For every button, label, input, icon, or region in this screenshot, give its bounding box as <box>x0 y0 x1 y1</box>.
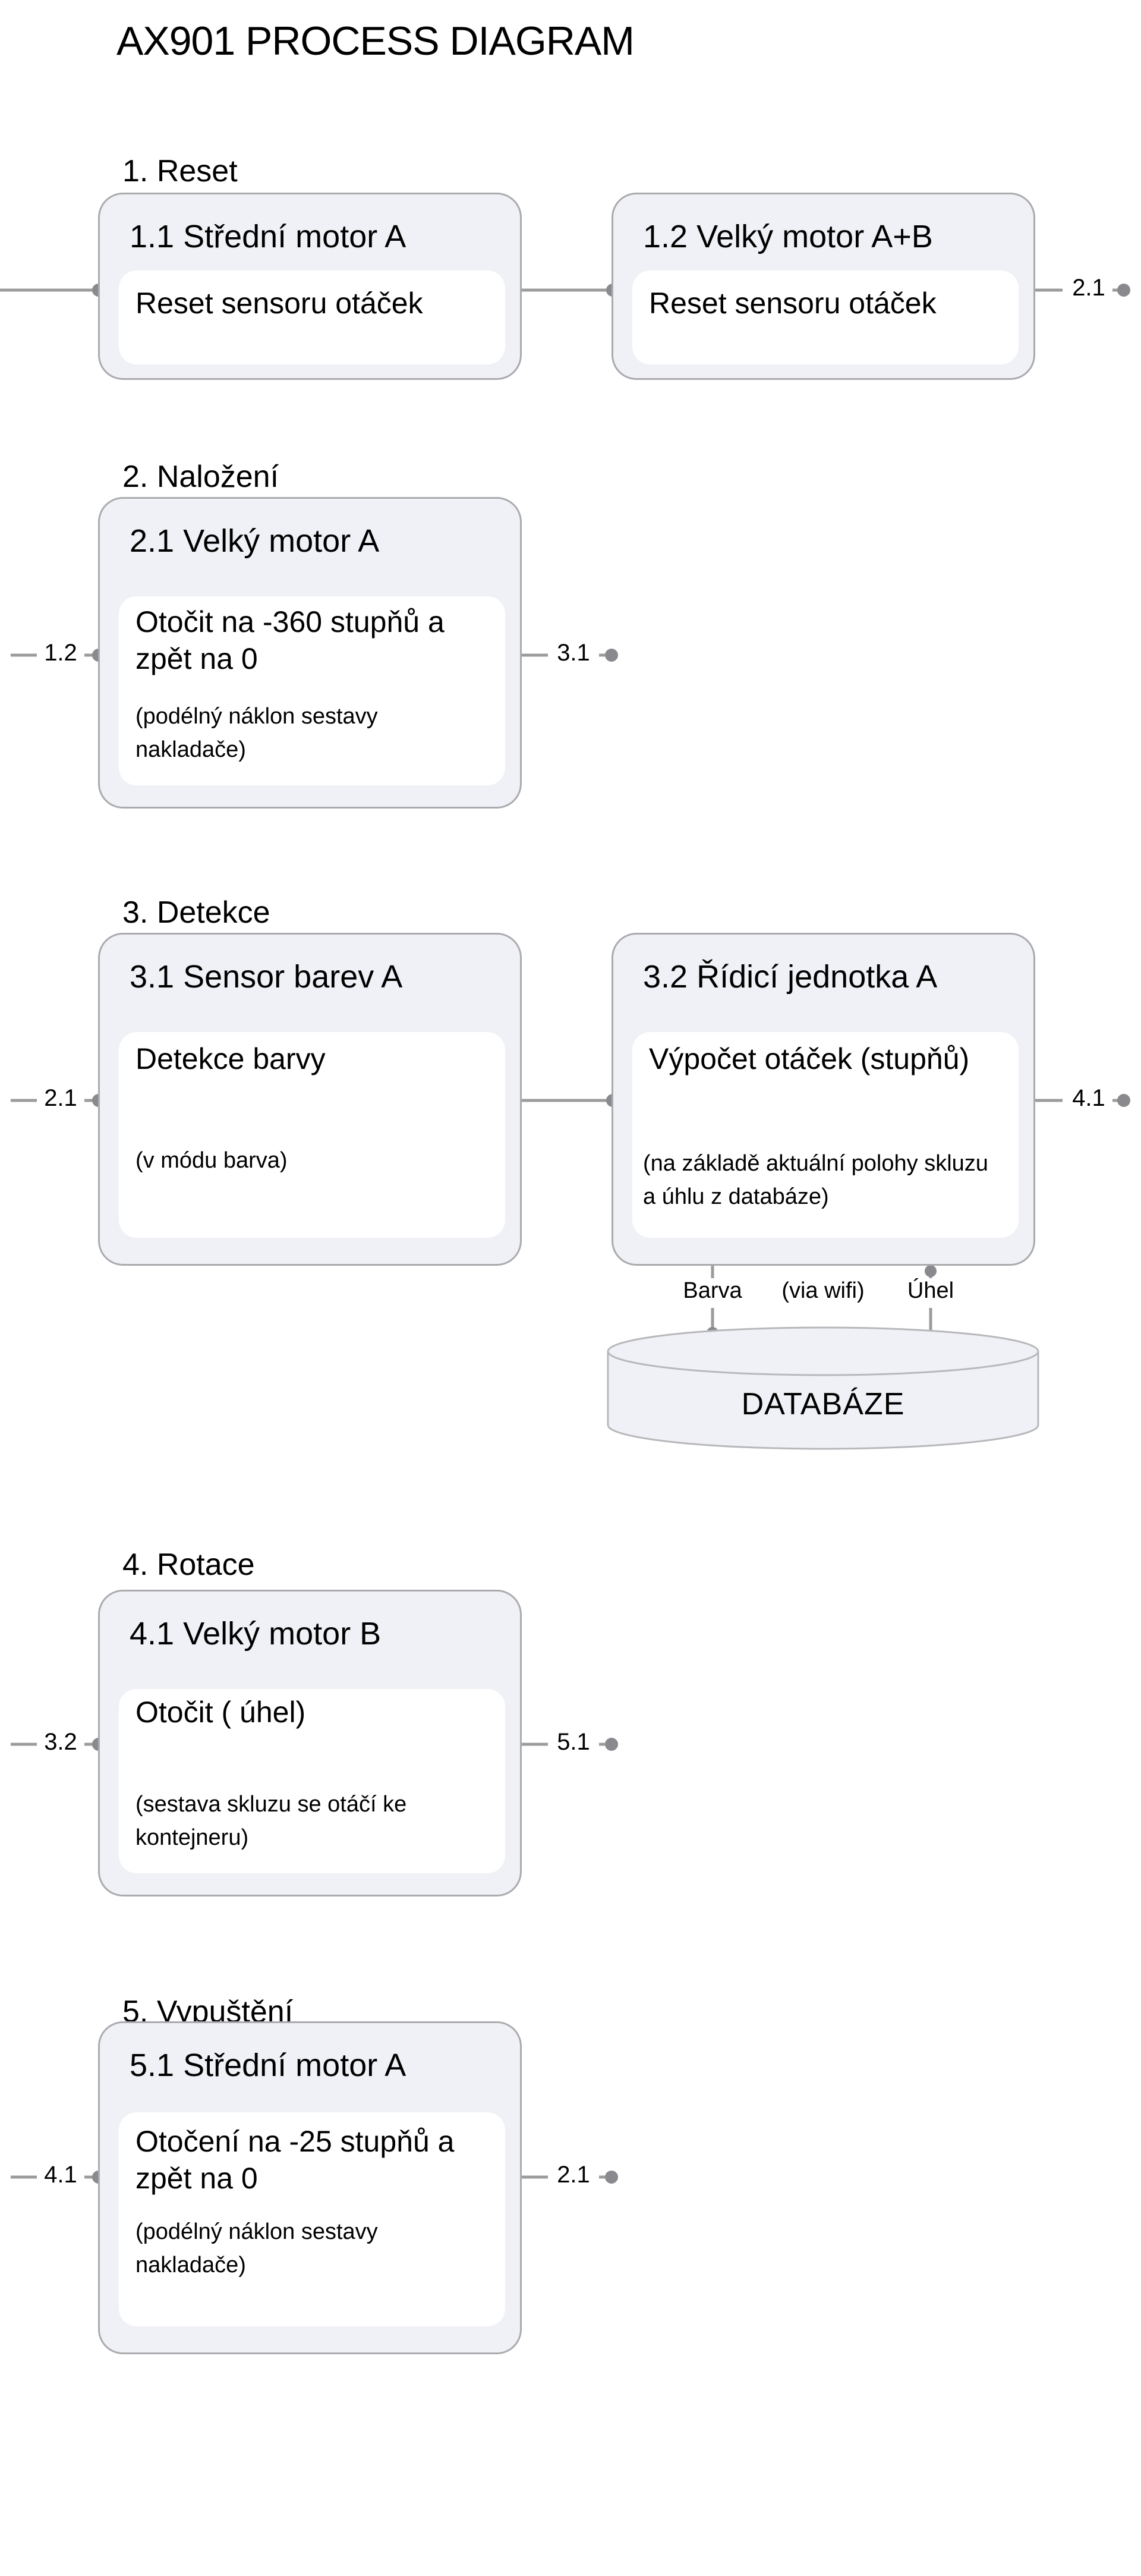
body-primary-text: Otočit na -360 stupňů a zpět na 0 <box>135 605 445 675</box>
box-body <box>119 1032 505 1238</box>
process-box-3-2: 3.2 Řídicí jednotka A Výpočet otáček (st… <box>612 933 1035 1266</box>
body-primary-text: Otočení na -25 stupňů a zpět na 0 <box>135 2125 455 2195</box>
box-body <box>119 2112 505 2326</box>
body-primary-text: Reset sensoru otáček <box>649 287 937 320</box>
box-header: 4.1 Velký motor B <box>130 1616 382 1652</box>
body-primary-text: Výpočet otáček (stupňů) <box>649 1042 970 1075</box>
box-body <box>119 1689 505 1873</box>
box-header: 1.2 Velký motor A+B <box>643 219 933 254</box>
section-heading-4: 4. Rotace <box>122 1548 255 1582</box>
connector-label: 2.1 <box>557 2162 590 2188</box>
connector-lines <box>0 288 1118 2179</box>
box-header: 2.1 Velký motor A <box>130 523 380 559</box>
connector-label: 4.1 <box>1072 1085 1105 1111</box>
body-secondary-text: (podélný náklon sestavy nakladače) <box>135 704 378 762</box>
body-secondary-text: (v módu barva) <box>135 1148 288 1173</box>
box-header: 5.1 Střední motor A <box>130 2047 406 2083</box>
box-header: 1.1 Střední motor A <box>130 219 406 254</box>
db-input-label-uhel: Úhel <box>907 1278 954 1303</box>
connector-label: 3.2 <box>44 1729 77 1755</box>
connector-label: 3.1 <box>557 640 590 666</box>
db-wifi-label: (via wifi) <box>781 1278 865 1303</box>
body-secondary-text: (na základě aktuální polohy skluzu a úhl… <box>643 1151 988 1209</box>
section-heading-1: 1. Reset <box>122 154 238 188</box>
box-header: 3.1 Sensor barev A <box>130 959 403 995</box>
process-box-1-2: 1.2 Velký motor A+B Reset sensoru otáček <box>612 193 1035 380</box>
process-box-3-1: 3.1 Sensor barev A Detekce barvy (v módu… <box>98 933 522 1266</box>
process-box-5-1: 5.1 Střední motor A Otočení na -25 stupň… <box>98 2021 522 2354</box>
process-box-4-1: 4.1 Velký motor B Otočit ( úhel) (sestav… <box>98 1590 522 1896</box>
section-heading-3: 3. Detekce <box>122 895 270 930</box>
body-primary-text: Reset sensoru otáček <box>135 287 423 320</box>
box-header: 3.2 Řídicí jednotka A <box>643 959 938 995</box>
section-heading-2: 2. Naložení <box>122 460 279 494</box>
database-label: DATABÁZE <box>741 1387 905 1421</box>
connector-label: 1.2 <box>44 640 77 666</box>
box-body <box>119 596 505 785</box>
body-secondary-text: (sestava skluzu se otáčí ke kontejneru) <box>135 1792 407 1850</box>
body-primary-text: Otočit ( úhel) <box>135 1696 306 1729</box>
connector-label: 4.1 <box>44 2162 77 2188</box>
process-box-2-1: 2.1 Velký motor A Otočit na -360 stupňů … <box>98 497 522 809</box>
box-body <box>632 271 1019 364</box>
box-body <box>119 271 505 364</box>
connector-label: 5.1 <box>557 1729 590 1755</box>
database-cylinder <box>607 1326 1039 1450</box>
box-body <box>632 1032 1019 1238</box>
connector-label: 2.1 <box>1072 275 1105 301</box>
process-box-1-1: 1.1 Střední motor A Reset sensoru otáček <box>98 193 522 380</box>
body-primary-text: Detekce barvy <box>135 1042 326 1075</box>
body-secondary-text: (podélný náklon sestavy nakladače) <box>135 2219 378 2278</box>
page-title: AX901 PROCESS DIAGRAM <box>116 18 635 64</box>
connector-label: 2.1 <box>44 1085 77 1111</box>
db-input-label-barva: Barva <box>683 1278 742 1303</box>
